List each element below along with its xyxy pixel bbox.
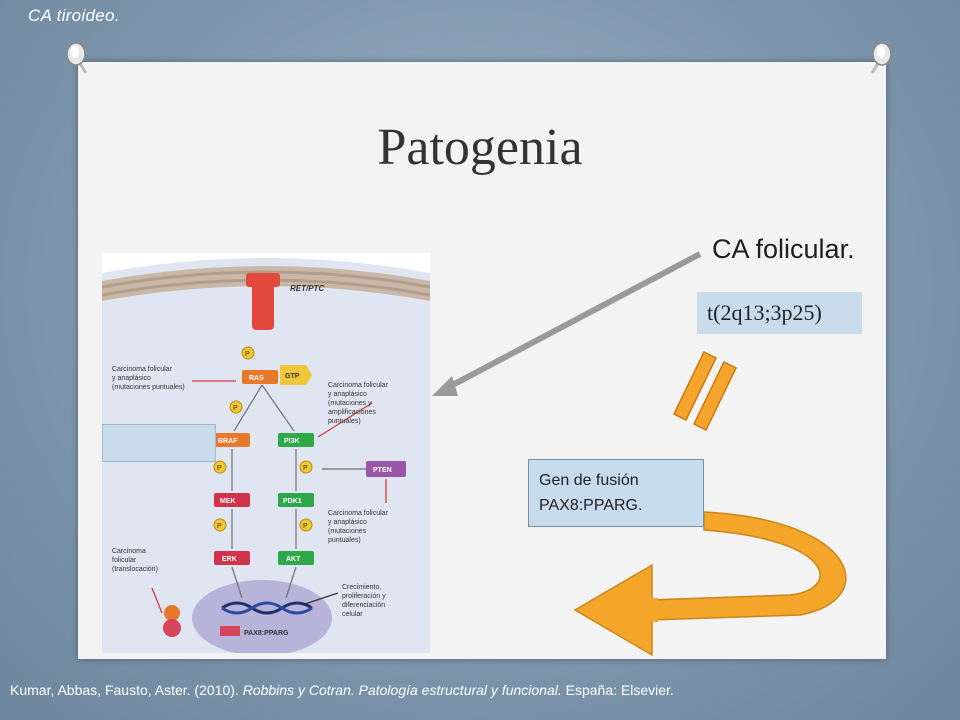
left-note-2: Carcinoma folicular (translocación) — [112, 548, 158, 573]
citation-book: Robbins y Cotran. Patología estructural … — [242, 682, 562, 698]
braf-node: BRAF — [218, 438, 238, 445]
right-note-2: Carcinoma folicular y anaplásico (mutaci… — [328, 510, 390, 544]
mek-node: MEK — [220, 498, 236, 505]
phospho-p3: P — [217, 465, 222, 472]
left-note-1: Carcinoma folicular y anaplásico (mutaci… — [112, 366, 185, 391]
slide-title: Patogenia — [377, 119, 583, 176]
pten-node: PTEN — [373, 467, 392, 474]
pdk1-node: PDK1 — [283, 498, 302, 505]
gtp-node: GTP — [285, 373, 300, 380]
phospho-p2: P — [233, 405, 238, 412]
left-pin-icon — [66, 42, 88, 74]
phospho-p1: P — [245, 351, 250, 358]
erk-node: ERK — [222, 556, 237, 563]
ca-folicular-label: CA folicular. — [712, 234, 855, 264]
right-note-1: Carcinoma folicular y anaplásico (mutaci… — [328, 382, 390, 425]
akt-node: AKT — [286, 556, 301, 563]
pi3k-node: PI3K — [284, 438, 300, 445]
citation-publisher: España: Elsevier. — [561, 682, 674, 698]
gen-fusion-line-2: PAX8:PPARG. — [539, 497, 643, 514]
gen-fusion-box: Gen de fusión PAX8:PPARG. — [528, 459, 704, 527]
curved-return-arrow — [573, 511, 847, 657]
phospho-p6: P — [303, 523, 308, 530]
pax8-label: PAX8:PPARG — [244, 630, 289, 637]
citation: Kumar, Abbas, Fausto, Aster. (2010). Rob… — [10, 682, 674, 698]
right-pin-icon — [870, 42, 892, 74]
equals-bars-icon — [673, 350, 737, 432]
phospho-p5: P — [217, 523, 222, 530]
ras-node: RAS — [249, 375, 264, 382]
gen-fusion-line-1: Gen de fusión — [539, 472, 639, 489]
growth-note: Crecimiento, proliferación y diferenciac… — [342, 584, 388, 618]
receptor-label: RET/PTC — [290, 284, 324, 293]
section-label: CA tiroideo. — [28, 6, 120, 25]
citation-authors: Kumar, Abbas, Fausto, Aster. (2010). — [10, 682, 243, 698]
pathway-figure: RET/PTC P RAS GTP P BRAF PI3K P P MEK PD… — [102, 253, 430, 653]
pointer-arrow-head — [432, 376, 458, 396]
phospho-p4: P — [303, 465, 308, 472]
pointer-arrow — [443, 251, 702, 392]
translocation-box: t(2q13;3p25) — [697, 292, 862, 334]
figure-cover-box — [102, 424, 216, 462]
